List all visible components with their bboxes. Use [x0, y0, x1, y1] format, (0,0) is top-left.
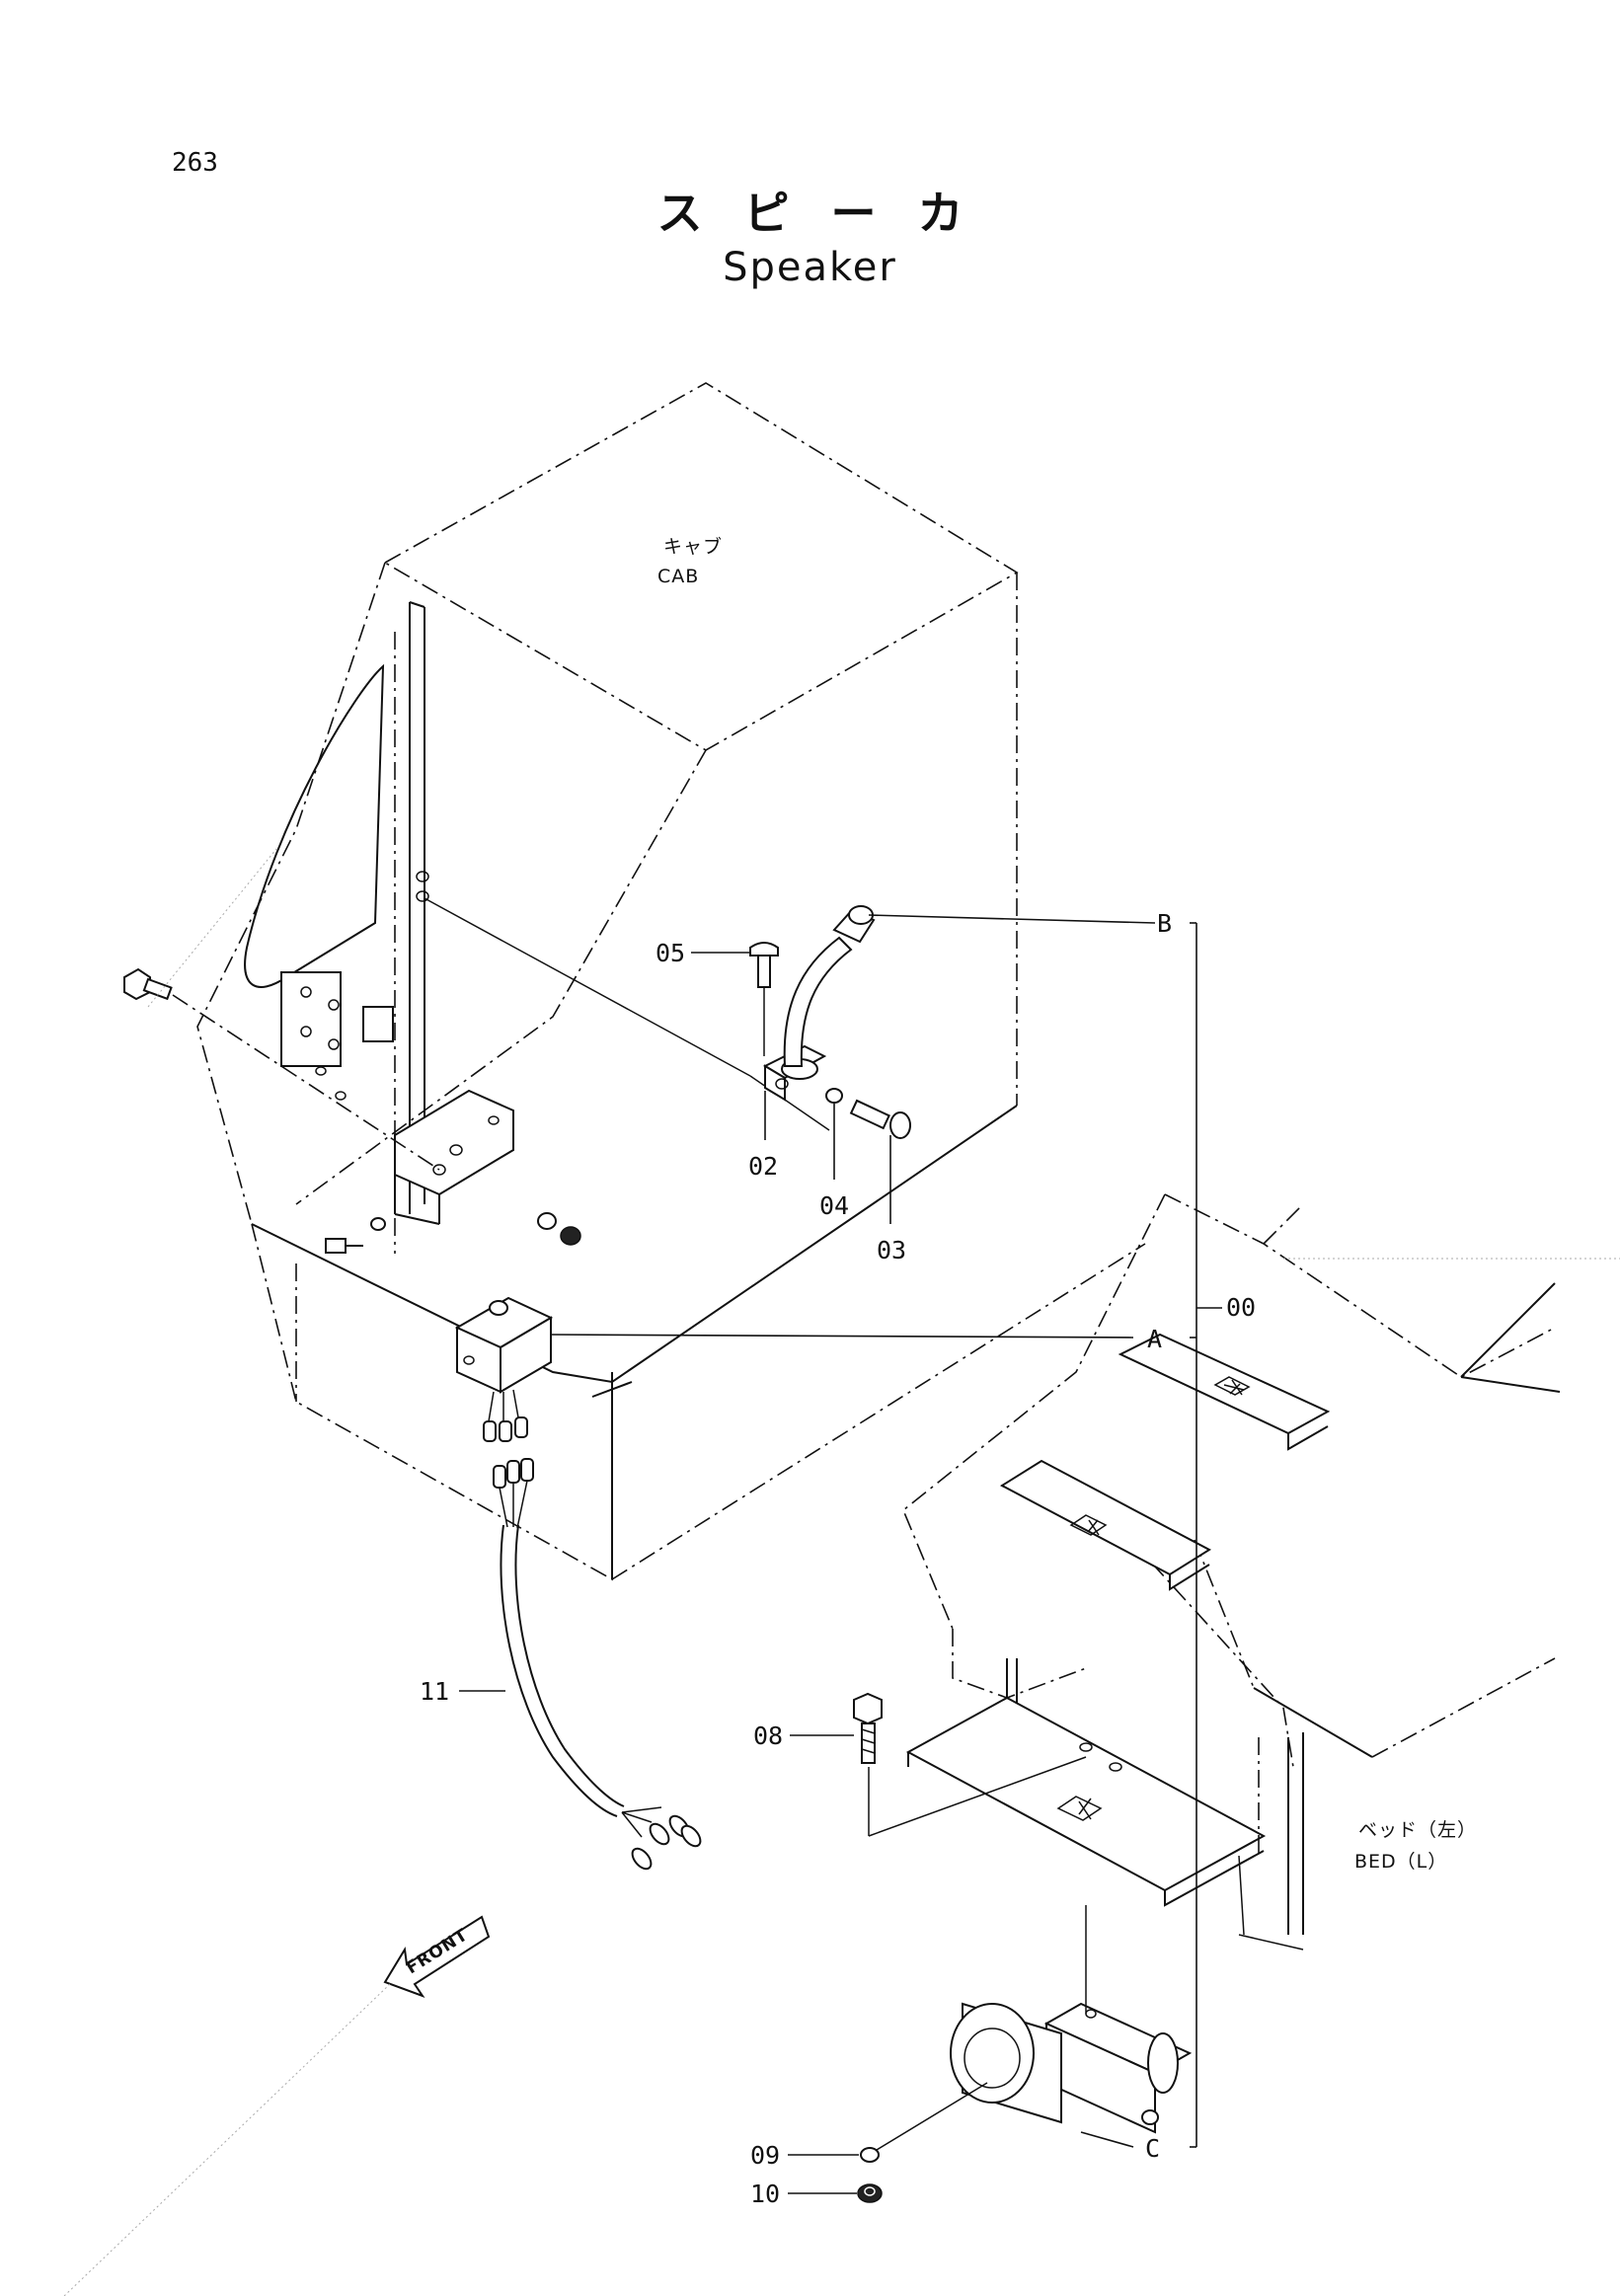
- bolt-08: [853, 1692, 1087, 1837]
- bed-label-jp: ベッド（左）: [1358, 1819, 1477, 1841]
- bed-label-en: BED（L）: [1354, 1851, 1447, 1873]
- leader-00-bracket: [1190, 922, 1222, 2148]
- part-number-10: 10: [750, 2180, 780, 2208]
- title-english: Speaker: [723, 245, 897, 290]
- part-number-03: 03: [877, 1236, 906, 1264]
- washer-09: [860, 2147, 880, 2163]
- part-number-04: 04: [819, 1191, 849, 1220]
- part-number-00: 00: [1226, 1293, 1256, 1322]
- part-number-02: 02: [748, 1152, 778, 1181]
- page-number: 263: [172, 148, 218, 178]
- leader-b: [868, 914, 1156, 924]
- front-arrow: FRONT: [383, 1915, 491, 1998]
- cab-label-en: CAB: [657, 566, 699, 587]
- microphone: [762, 905, 876, 1102]
- horn-speaker: [950, 1905, 1193, 2134]
- leader-a: [550, 1334, 1134, 1339]
- leader-c: [1080, 2131, 1134, 2148]
- bed-outline: [902, 1193, 1561, 1951]
- wire-harness-11: [500, 1524, 702, 1871]
- connector-b-label: B: [1157, 909, 1172, 938]
- part-number-05: 05: [656, 939, 685, 967]
- cab-outline: [196, 382, 1146, 1581]
- bolt-long: [123, 967, 440, 1171]
- part-number-09: 09: [750, 2141, 780, 2170]
- part-number-08: 08: [753, 1722, 783, 1750]
- connector-c-label: C: [1145, 2134, 1160, 2163]
- amplifier-unit: [454, 1296, 554, 1529]
- screw-03: [849, 1099, 911, 1139]
- washer-04: [825, 1088, 843, 1104]
- cab-label-jp: キャブ: [663, 535, 723, 558]
- nut-10: [857, 2183, 883, 2203]
- title-japanese: スピーカ: [656, 187, 1005, 240]
- connector-a-label: A: [1147, 1325, 1162, 1353]
- grille-upper: [1213, 1376, 1251, 1396]
- screw-05: [749, 942, 779, 1056]
- part-number-11: 11: [420, 1677, 449, 1706]
- cab-bracket: [325, 1089, 581, 1254]
